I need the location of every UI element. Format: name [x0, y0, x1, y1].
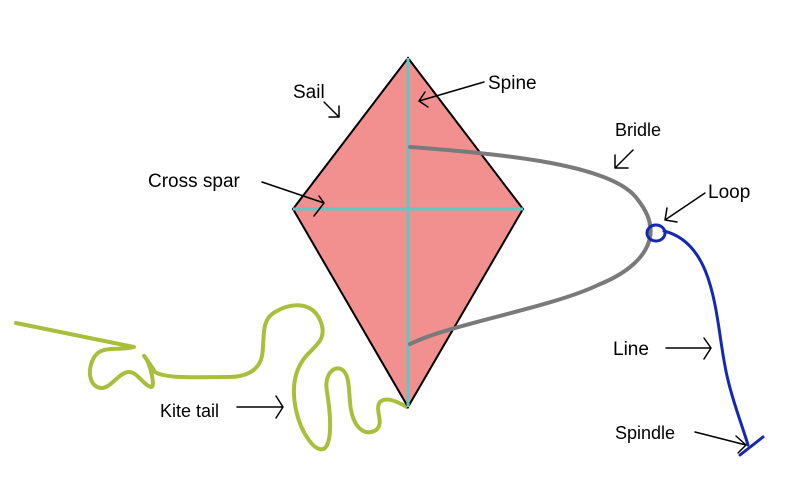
loop-arrow: [664, 192, 706, 223]
kite-bridle: [408, 145, 653, 346]
kite-line: [662, 229, 750, 447]
arrows: [236, 81, 747, 454]
label-sail: Sail: [293, 82, 325, 103]
kite-tail: [14, 303, 409, 452]
cross-spar-arrow: [261, 181, 325, 217]
label-line: Line: [613, 339, 649, 360]
bridle-loop: [645, 223, 667, 243]
sail-arrow: [323, 101, 340, 118]
spine-arrow: [418, 81, 485, 108]
line-arrow: [665, 337, 712, 360]
kite-tail-arrow: [236, 395, 284, 419]
label-cross-spar: Cross spar: [148, 171, 241, 192]
label-bridle: Bridle: [615, 120, 661, 140]
label-spine: Spine: [488, 73, 537, 94]
label-loop: Loop: [708, 182, 750, 203]
spindle: [738, 435, 765, 457]
label-kite-tail: Kite tail: [160, 401, 219, 421]
bridle-arrow: [614, 149, 634, 169]
spindle-arrow: [694, 431, 747, 454]
label-spindle: Spindle: [615, 423, 675, 443]
